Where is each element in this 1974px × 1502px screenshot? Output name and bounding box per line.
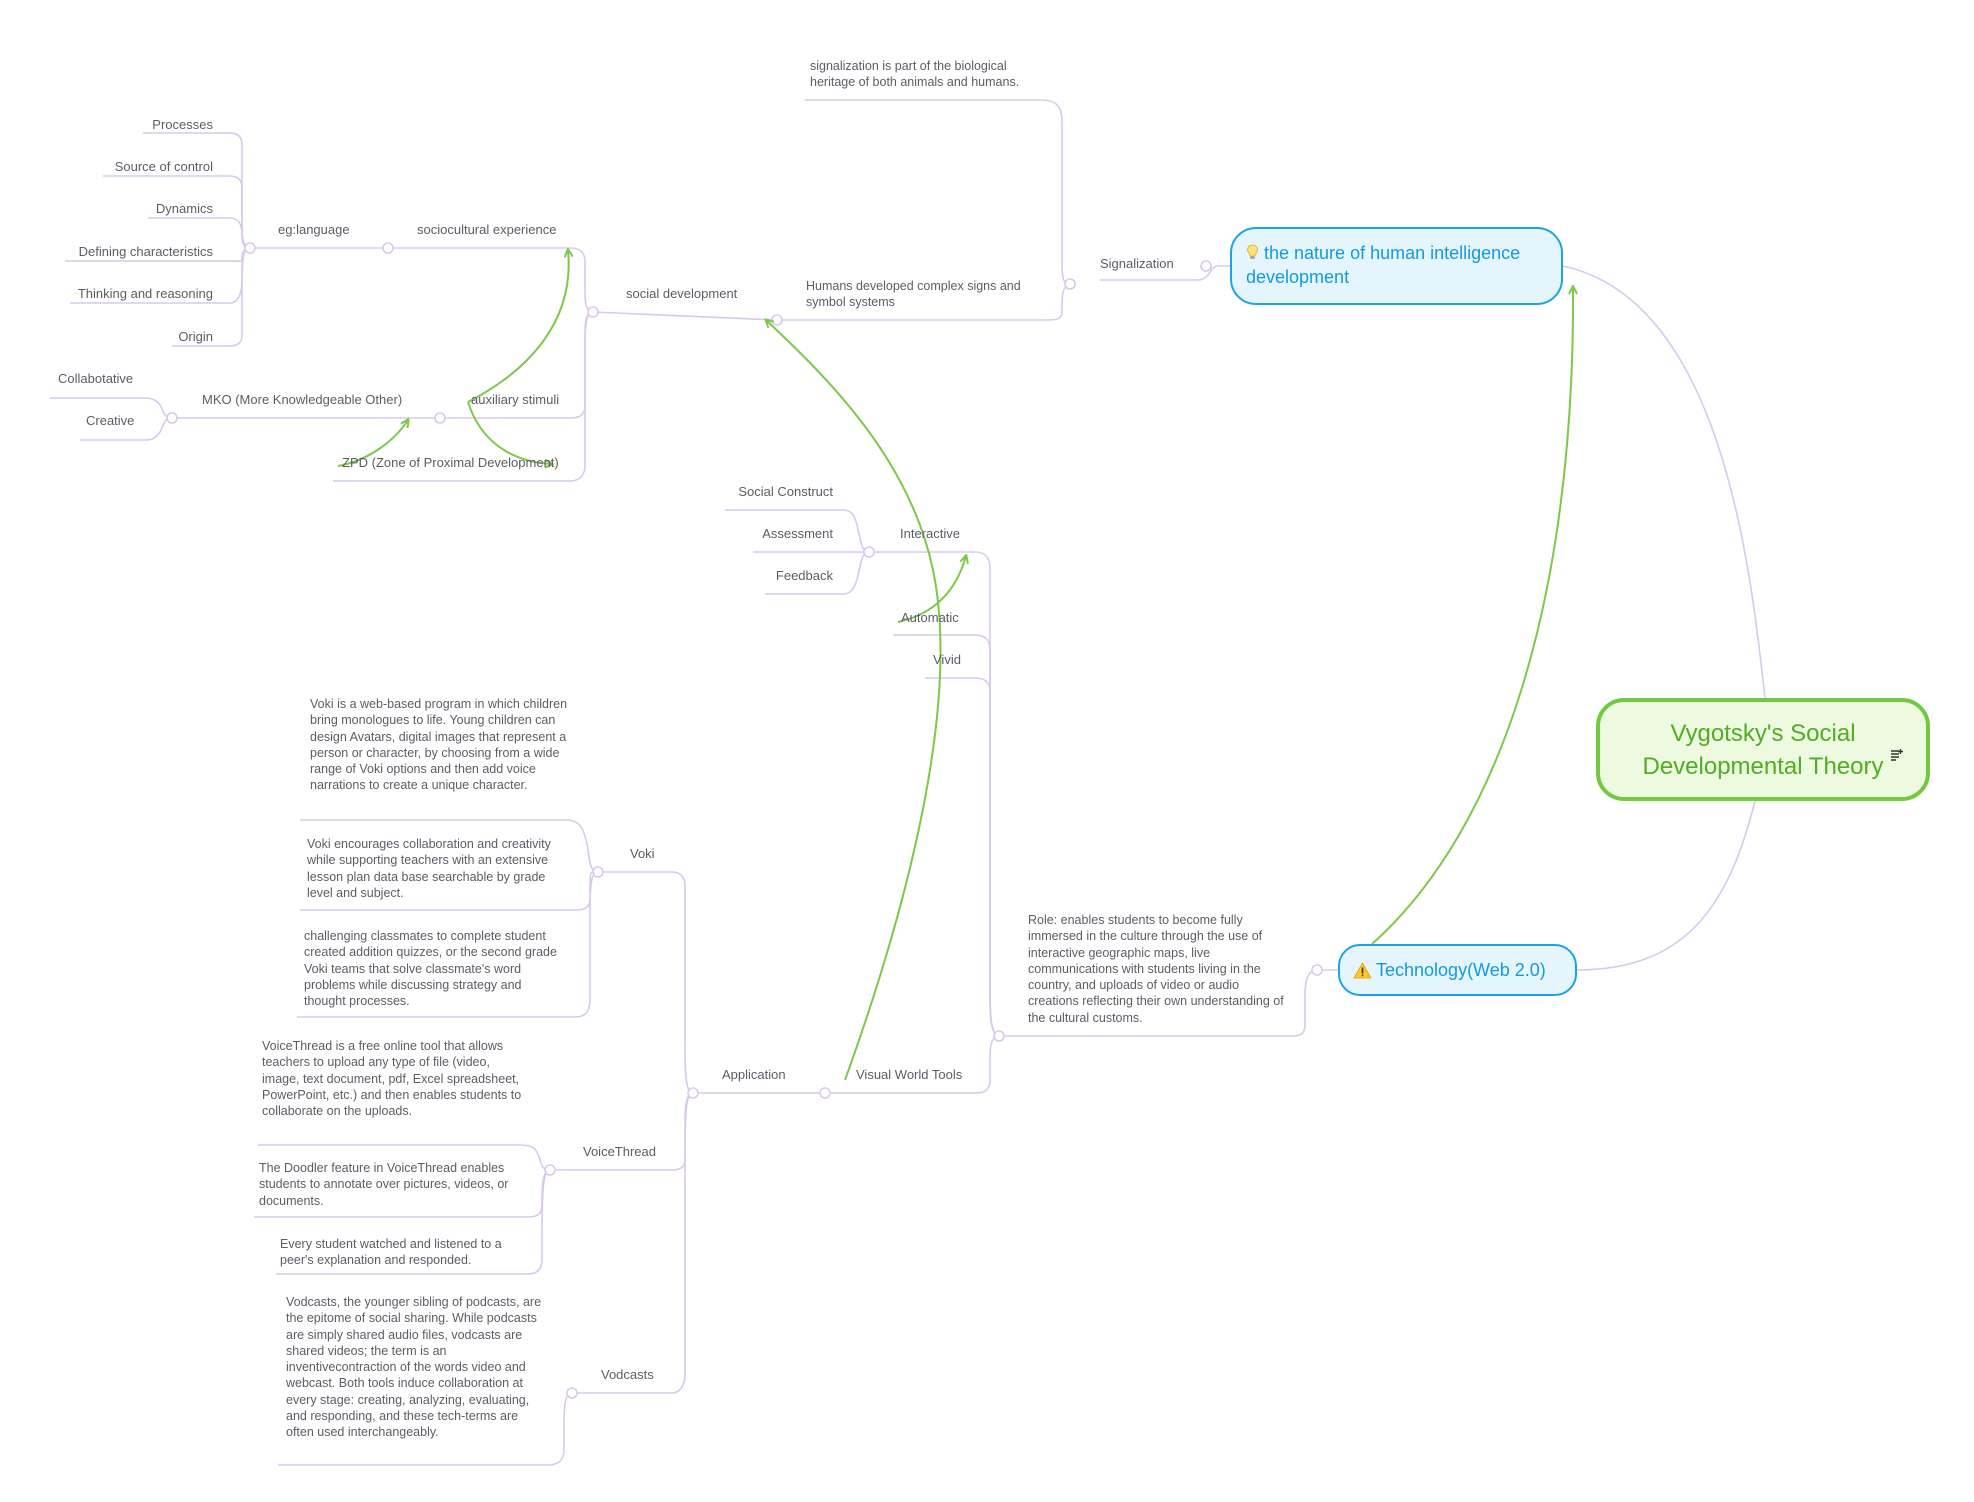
list-item[interactable]: Creative (86, 413, 135, 428)
tree-connectors (50, 99, 1766, 1466)
social-development-label[interactable]: social development (626, 286, 738, 301)
list-item[interactable]: Social Construct (738, 484, 833, 499)
sociocultural-experience-label[interactable]: sociocultural experience (417, 222, 557, 237)
zpd-label[interactable]: ZPD (Zone of Proximal Development) (342, 455, 559, 470)
voicethread-note[interactable]: The Doodler feature in VoiceThread enabl… (259, 1161, 509, 1208)
lightbulb-icon (1247, 244, 1258, 259)
warning-icon (1353, 961, 1372, 978)
signalization-label[interactable]: Signalization (1100, 256, 1174, 271)
visual-world-tools-label[interactable]: Visual World Tools (856, 1067, 963, 1082)
voicethread-note[interactable]: VoiceThread is a free online tool that a… (262, 1039, 522, 1119)
role-note[interactable]: Role: enables students to become fully i… (1028, 913, 1284, 1025)
list-item[interactable]: Processes (152, 117, 213, 132)
voki-note[interactable]: challenging classmates to complete stude… (304, 929, 557, 1009)
voicethread-note[interactable]: Every student watched and listened to a … (280, 1237, 502, 1268)
eg-language-label[interactable]: eg:language (278, 222, 350, 237)
list-item[interactable]: Defining characteristics (78, 244, 213, 259)
list-item[interactable]: Dynamics (155, 201, 213, 216)
notes-icon[interactable] (1890, 748, 1904, 762)
list-item[interactable]: Assessment (762, 526, 833, 541)
application-label[interactable]: Application (722, 1067, 786, 1082)
vivid-label[interactable]: Vivid (933, 652, 961, 667)
root-title: Vygotsky's Social Developmental Theory (1642, 719, 1884, 780)
relation-arrows (337, 250, 1573, 1081)
list-item[interactable]: Source of control (114, 159, 213, 174)
signalization-note[interactable]: signalization is part of the biological … (810, 59, 1020, 90)
topic-technology[interactable]: Technology(Web 2.0) (1338, 944, 1577, 996)
list-item[interactable]: Thinking and reasoning (77, 286, 213, 301)
voki-label[interactable]: Voki (630, 846, 655, 861)
automatic-label[interactable]: Automatic (901, 610, 959, 625)
voki-note[interactable]: Voki encourages collaboration and creati… (307, 837, 551, 900)
topic-nature-of-intelligence[interactable]: the nature of human intelligence develop… (1230, 227, 1563, 305)
list-item[interactable]: Feedback (775, 568, 833, 583)
topic-nature-title: the nature of human intelligence develop… (1246, 243, 1521, 287)
vodcasts-note[interactable]: Vodcasts, the younger sibling of podcast… (286, 1295, 542, 1440)
voki-note[interactable]: Voki is a web-based program in which chi… (310, 697, 568, 793)
auxiliary-stimuli-label[interactable]: auxiliary stimuli (471, 392, 560, 407)
topic-technology-title: Technology(Web 2.0) (1376, 959, 1546, 980)
list-item[interactable]: Origin (178, 329, 213, 344)
root-topic[interactable]: Vygotsky's Social Developmental Theory (1596, 698, 1930, 801)
humans-signs-label[interactable]: Humans developed complex signs and symbo… (806, 279, 1021, 310)
mko-label[interactable]: MKO (More Knowledgeable Other) (202, 392, 403, 407)
voicethread-label[interactable]: VoiceThread (583, 1144, 656, 1159)
list-item[interactable]: Collabotative (58, 371, 134, 386)
interactive-label[interactable]: Interactive (900, 526, 960, 541)
vodcasts-label[interactable]: Vodcasts (601, 1367, 654, 1382)
